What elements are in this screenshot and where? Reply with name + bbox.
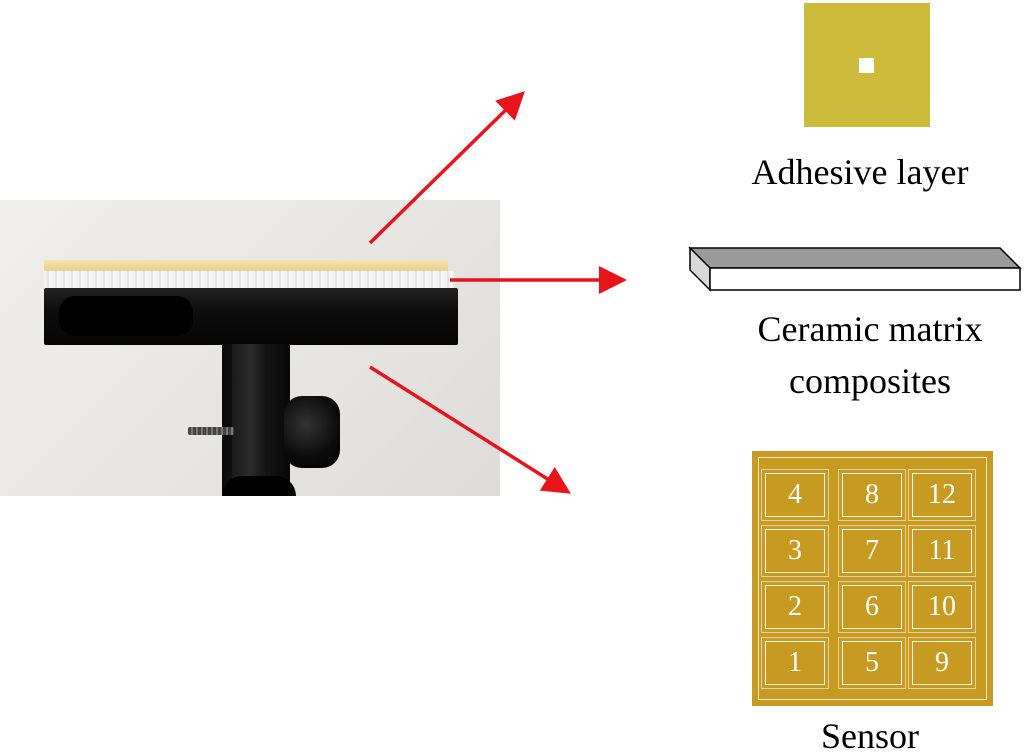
sensor-cell-border <box>838 525 906 577</box>
sensor-cell-2: 2 <box>765 585 825 629</box>
sensor-cell-9: 9 <box>912 641 972 685</box>
adhesive-layer-in-photo <box>44 260 448 272</box>
sensor-cell-border <box>838 637 906 689</box>
sensor-cell-border <box>908 581 976 633</box>
sensor-cell-10: 10 <box>912 585 972 629</box>
sensor-cell-border <box>908 525 976 577</box>
stand-base <box>222 476 296 496</box>
sensor-cell-6: 6 <box>842 585 902 629</box>
sensor-cell-border <box>761 581 829 633</box>
sensor-cell-3: 3 <box>765 529 825 573</box>
ceramic-plate-drawing <box>688 246 1022 292</box>
redacted-area <box>59 296 193 336</box>
ceramic-layer-in-photo <box>44 271 454 290</box>
sensor-cell-border <box>761 637 829 689</box>
adhesive-layer-image <box>804 3 930 127</box>
ceramic-label-line1: Ceramic matrix <box>757 309 983 349</box>
sensor-cell-border <box>908 637 976 689</box>
sensor-cell-border <box>761 525 829 577</box>
stand-post-highlight <box>232 344 268 496</box>
sensor-cell-border <box>761 469 829 521</box>
sensor-cell-border <box>838 581 906 633</box>
test-rig-photo <box>0 200 500 496</box>
sensor-label: Sensor <box>821 716 919 756</box>
ceramic-label-line2: composites <box>789 361 951 401</box>
tightening-knob <box>284 396 340 468</box>
sensor-cell-5: 5 <box>842 641 902 685</box>
sensor-cell-4: 4 <box>765 473 825 517</box>
sensor-cell-12: 12 <box>912 473 972 517</box>
sensor-cell-11: 11 <box>912 529 972 573</box>
adhesive-layer-label: Adhesive layer <box>751 152 969 192</box>
sensor-cell-7: 7 <box>842 529 902 573</box>
adhesive-center-hole <box>859 58 874 73</box>
sensor-cell-8: 8 <box>842 473 902 517</box>
ceramic-plate-front <box>709 267 1021 291</box>
sensor-cell-border <box>908 469 976 521</box>
sensor-frame <box>758 457 987 700</box>
arrow-to-sensor <box>369 365 571 494</box>
sensor-cell-border <box>838 469 906 521</box>
arrow-to-adhesive <box>368 91 525 245</box>
sensor-cell-1: 1 <box>765 641 825 685</box>
adjustment-screw <box>188 427 234 435</box>
